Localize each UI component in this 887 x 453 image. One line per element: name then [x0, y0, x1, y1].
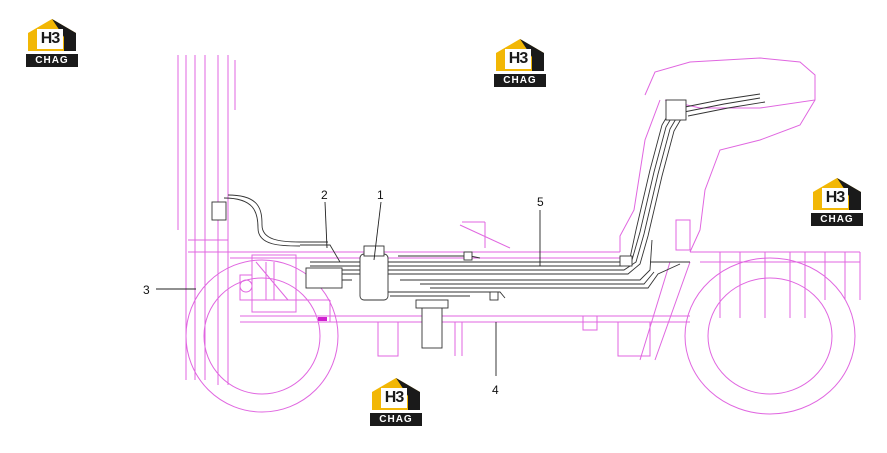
small-fitting [463, 251, 473, 261]
main-frame-rails [228, 221, 690, 323]
filter-cap [363, 245, 385, 257]
watermark-logo: H3 CHAG [492, 37, 548, 89]
hose-clamp [489, 291, 499, 301]
logo-mark: H3 [505, 49, 531, 69]
filter-canister [359, 253, 389, 301]
control-valve [305, 267, 343, 289]
watermark-logo: H3 CHAG [809, 176, 865, 228]
rear-body [619, 57, 861, 300]
logo-mark: H3 [822, 188, 848, 208]
callout-label-5: 5 [537, 195, 544, 209]
callout-label-2: 2 [321, 188, 328, 202]
machine-frame [177, 55, 861, 415]
accent-mark [318, 317, 327, 321]
front-bracket [239, 254, 297, 313]
tee-fitting [619, 255, 633, 267]
rear-wheel [684, 257, 856, 415]
watermark-logo: H3 CHAG [368, 376, 424, 428]
cab-valve [665, 99, 687, 121]
watermark-logo: H3 CHAG [24, 17, 80, 69]
rear-struts [639, 252, 846, 361]
leader-2 [324, 201, 328, 249]
inline-filter [421, 305, 443, 349]
callout-label-4: 4 [492, 383, 499, 397]
front-wheel-hub [203, 277, 321, 395]
logo-band: CHAG [370, 413, 422, 426]
lower-components [377, 315, 651, 357]
logo-band: CHAG [811, 213, 863, 226]
logo-band: CHAG [26, 54, 78, 67]
logo-band: CHAG [494, 74, 546, 87]
boom-column [177, 55, 236, 385]
logo-mark: H3 [381, 388, 407, 408]
callout-label-1: 1 [377, 188, 384, 202]
valve-block [211, 201, 227, 221]
callout-label-3: 3 [143, 283, 150, 297]
leader-1 [373, 201, 382, 261]
filter-head [415, 299, 449, 309]
hydraulic-hoses [223, 93, 766, 299]
callout-leaders [156, 201, 541, 376]
logo-mark: H3 [37, 29, 63, 49]
rear-wheel-hub [707, 277, 833, 395]
hydraulic-components [211, 99, 687, 349]
